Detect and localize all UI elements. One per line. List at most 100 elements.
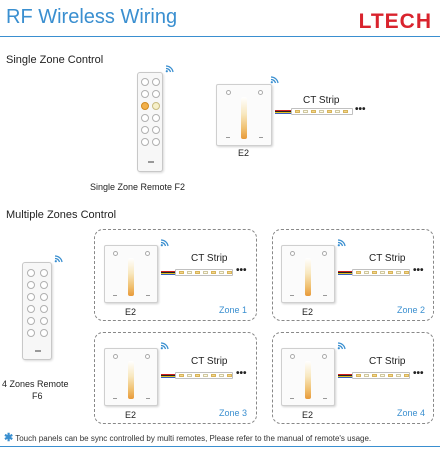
power-icon <box>322 251 327 256</box>
wireless-signal-icon <box>337 342 346 350</box>
zone-1-group: E2 CT Strip ••• Zone 1 <box>94 229 257 321</box>
single-zone-heading: Single Zone Control <box>6 54 104 66</box>
remote-button <box>152 78 160 86</box>
remote-button <box>152 90 160 98</box>
strip-cable <box>338 271 352 275</box>
cool-white-button <box>152 102 160 110</box>
zone-4-label: Zone 4 <box>397 408 426 418</box>
strip-cable <box>161 374 175 378</box>
zone-3-label: Zone 3 <box>219 408 248 418</box>
brightness-icon <box>113 354 118 359</box>
e2-touch-panel <box>281 348 335 406</box>
ct-led-strip <box>291 108 353 115</box>
remote-button <box>152 126 160 134</box>
color-temperature-slider <box>305 258 311 296</box>
footer-divider <box>0 446 440 447</box>
remote-button <box>141 90 149 98</box>
zone-3-group: E2 CT Strip ••• Zone 3 <box>94 332 257 424</box>
ct-led-strip <box>352 372 410 379</box>
color-temperature-slider <box>305 361 311 399</box>
strip-continuation: ••• <box>236 368 247 379</box>
zone-1-label: Zone 1 <box>219 305 248 315</box>
power-icon <box>258 90 263 95</box>
remote-button <box>40 293 48 301</box>
power-icon <box>145 251 150 256</box>
footnote: ✱Touch panels can be sync controlled by … <box>4 431 371 444</box>
single-zone-remote-f2 <box>137 72 163 172</box>
brightness-icon <box>113 251 118 256</box>
remote-button <box>27 317 35 325</box>
wireless-signal-icon <box>54 255 63 263</box>
color-temperature-slider <box>128 361 134 399</box>
remote-button <box>141 114 149 122</box>
remote-button <box>27 329 35 337</box>
footnote-text: Touch panels can be sync controlled by m… <box>15 434 372 443</box>
zone-3-strip-label: CT Strip <box>191 356 228 367</box>
remote-button <box>27 293 35 301</box>
wireless-signal-icon <box>160 239 169 247</box>
remote-button <box>27 281 35 289</box>
single-remote-label: Single Zone Remote F2 <box>90 182 186 192</box>
remote-button <box>152 114 160 122</box>
ct-led-strip <box>352 269 410 276</box>
panel-mark <box>259 137 263 138</box>
color-temperature-slider <box>128 258 134 296</box>
zone-1-panel-label: E2 <box>125 307 137 317</box>
header-divider <box>0 36 440 37</box>
e2-touch-panel <box>281 245 335 303</box>
page-title: RF Wireless Wiring <box>6 6 178 28</box>
remote-button <box>40 329 48 337</box>
strip-cable <box>338 374 352 378</box>
remote-logo-mark <box>35 350 41 352</box>
remote-button <box>152 138 160 146</box>
zone-4-panel-label: E2 <box>302 410 314 420</box>
zone-1-strip-label: CT Strip <box>191 253 228 264</box>
remote-button <box>27 305 35 313</box>
multi-remote-label-line1: 4 Zones Remote <box>2 379 69 389</box>
four-zones-remote-f6 <box>22 262 52 360</box>
wireless-signal-icon <box>160 342 169 350</box>
zone-2-strip-label: CT Strip <box>369 253 406 264</box>
remote-button <box>40 281 48 289</box>
zone-2-panel-label: E2 <box>302 307 314 317</box>
e2-touch-panel <box>216 84 272 146</box>
remote-button <box>27 269 35 277</box>
power-icon <box>322 354 327 359</box>
strip-continuation: ••• <box>413 368 424 379</box>
single-strip-label: CT Strip <box>303 95 340 106</box>
ct-led-strip <box>175 269 233 276</box>
panel-mark <box>226 137 230 138</box>
multiple-zones-heading: Multiple Zones Control <box>6 209 117 221</box>
warm-white-button <box>141 102 149 110</box>
asterisk-icon: ✱ <box>4 432 14 444</box>
brightness-icon <box>290 354 295 359</box>
remote-button <box>40 269 48 277</box>
wireless-signal-icon <box>165 65 174 73</box>
remote-button <box>141 126 149 134</box>
zone-2-group: E2 CT Strip ••• Zone 2 <box>272 229 434 321</box>
zone-3-panel-label: E2 <box>125 410 137 420</box>
remote-button <box>40 317 48 325</box>
wireless-signal-icon <box>270 76 279 84</box>
remote-logo-mark <box>148 161 154 163</box>
strip-continuation: ••• <box>236 265 247 276</box>
remote-button <box>141 138 149 146</box>
single-panel-label: E2 <box>238 148 250 158</box>
power-icon <box>145 354 150 359</box>
strip-cable <box>161 271 175 275</box>
ct-led-strip <box>175 372 233 379</box>
brightness-icon <box>226 90 231 95</box>
e2-touch-panel <box>104 348 158 406</box>
brightness-icon <box>290 251 295 256</box>
zone-4-strip-label: CT Strip <box>369 356 406 367</box>
strip-continuation: ••• <box>355 104 366 115</box>
wireless-signal-icon <box>337 239 346 247</box>
remote-button <box>141 78 149 86</box>
color-temperature-slider <box>241 97 247 139</box>
ltech-logo: LTECH <box>358 10 432 33</box>
zone-4-group: E2 CT Strip ••• Zone 4 <box>272 332 434 424</box>
strip-continuation: ••• <box>413 265 424 276</box>
multi-remote-label-line2: F6 <box>32 391 43 401</box>
remote-button <box>40 305 48 313</box>
zone-2-label: Zone 2 <box>397 305 426 315</box>
